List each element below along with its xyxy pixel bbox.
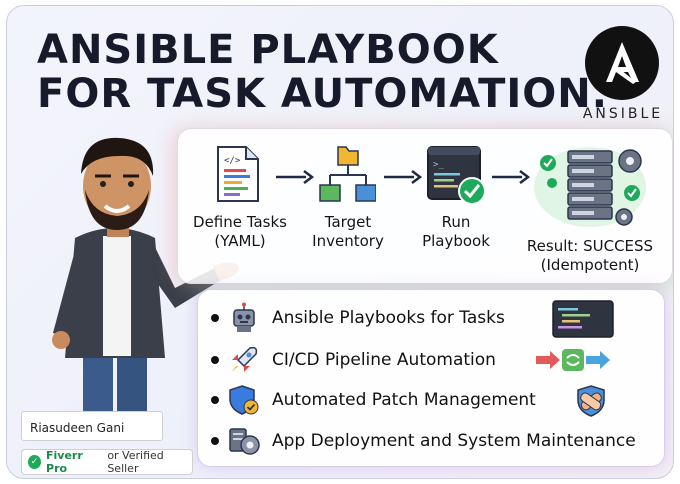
feature-item: Automated Patch Management xyxy=(198,384,666,417)
step-2-line-2: Inventory xyxy=(312,232,384,250)
step-2-line-1: Target xyxy=(324,213,372,231)
svg-text:>_: >_ xyxy=(433,160,444,170)
bullet-dot xyxy=(211,314,219,322)
step-result-success: Result: SUCCESS (Idempotent) xyxy=(514,237,666,275)
presenter-name: Riasudeen Gani xyxy=(30,421,125,435)
feature-label: App Deployment and System Maintenance xyxy=(272,431,636,451)
arrow-right-icon xyxy=(276,170,314,184)
title-line-2: FOR TASK AUTOMATION. xyxy=(37,71,608,117)
presenter-name-tag: Riasudeen Gani xyxy=(21,411,163,441)
feature-label: CI/CD Pipeline Automation xyxy=(272,350,496,370)
step-3-line-2: Playbook xyxy=(422,232,490,250)
page-title: ANSIBLE PLAYBOOK FOR TASK AUTOMATION. xyxy=(37,28,608,116)
arrow-right-icon xyxy=(492,170,530,184)
features-panel: Ansible Playbooks for Tasks xyxy=(197,289,665,467)
step-1-line-2: (YAML) xyxy=(214,232,266,250)
feature-label: Automated Patch Management xyxy=(272,390,536,410)
seller-badge: ✓ Fiverr Pro or Verified Seller xyxy=(21,449,193,475)
badge-text: or Verified Seller xyxy=(107,449,164,475)
arrow-right-icon xyxy=(384,170,422,184)
document-code-icon: </> xyxy=(214,145,262,207)
ansible-logo-text: ANSIBLE xyxy=(582,106,664,122)
feature-item: App Deployment and System Maintenance xyxy=(198,425,666,457)
step-target-inventory: Target Inventory xyxy=(290,213,406,251)
step-4-line-1: Result: SUCCESS xyxy=(526,237,654,255)
step-run-playbook: Run Playbook xyxy=(400,213,512,251)
feature-item: Ansible Playbooks for Tasks xyxy=(198,300,666,338)
ansible-logo xyxy=(585,26,659,100)
bullet-dot xyxy=(211,356,219,364)
title-line-1: ANSIBLE PLAYBOOK xyxy=(37,27,499,73)
feature-label: Ansible Playbooks for Tasks xyxy=(272,308,505,328)
badge-brand: Fiverr Pro xyxy=(46,449,83,475)
code-editor-icon xyxy=(552,300,614,342)
shield-check-icon xyxy=(228,384,260,420)
infographic-card: ANSIBLE PLAYBOOK FOR TASK AUTOMATION. AN… xyxy=(6,5,674,479)
step-4-line-2: (Idempotent) xyxy=(540,256,640,274)
step-3-line-1: Run xyxy=(441,213,471,231)
step-define-tasks: Define Tasks (YAML) xyxy=(184,213,296,251)
workflow-panel: </> Define Tasks (YAML) xyxy=(177,128,673,284)
gear-icon xyxy=(228,425,262,461)
robot-icon xyxy=(228,302,260,338)
bullet-dot xyxy=(211,396,219,404)
terminal-check-icon: >_ xyxy=(426,145,488,211)
rocket-icon xyxy=(228,344,260,380)
servers-success-icon xyxy=(530,137,650,233)
pipeline-arrows-icon xyxy=(534,346,612,378)
bullet-dot xyxy=(211,437,219,445)
svg-text:</>: </> xyxy=(224,156,241,166)
inventory-tree-icon xyxy=(318,145,377,209)
feature-item: CI/CD Pipeline Automation xyxy=(198,344,666,376)
check-icon: ✓ xyxy=(28,455,42,469)
bandage-shield-icon xyxy=(574,384,608,422)
step-1-line-1: Define Tasks xyxy=(193,213,287,231)
ansible-a-icon xyxy=(606,42,639,84)
